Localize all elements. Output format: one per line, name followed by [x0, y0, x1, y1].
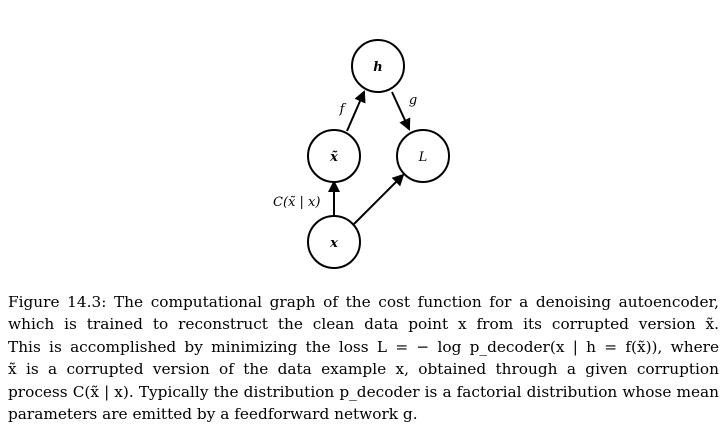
- edge-x-to-L: [353, 173, 405, 225]
- node-h: h: [351, 39, 405, 93]
- node-x-tilde: x̃: [307, 129, 361, 183]
- edge-label-corruption: C(x̃ | x): [273, 195, 320, 210]
- node-L: L: [396, 129, 450, 183]
- caption-line-2: which is trained to reconstruct the clea…: [8, 315, 719, 334]
- caption-line-4: x̃ is a corrupted version of the data ex…: [8, 360, 719, 379]
- caption-line-3: This is accomplished by minimizing the l…: [8, 337, 719, 356]
- node-L-label: L: [418, 150, 428, 165]
- caption-line-5: process C(x̃ | x). Typically the distrib…: [8, 382, 719, 401]
- edge-xtilde-to-h: [346, 90, 366, 132]
- computational-graph: h x̃ L x f g C(x̃ | x): [273, 39, 450, 269]
- node-x-tilde-label: x̃: [329, 150, 338, 165]
- caption-line-6: parameters are emitted by a feedforward …: [8, 405, 418, 424]
- figure-caption: Figure 14.3: The computational graph of …: [8, 291, 719, 425]
- edge-h-to-L: [391, 91, 411, 131]
- node-x-label: x: [329, 236, 338, 251]
- node-x: x: [307, 215, 361, 269]
- caption-line-1: Figure 14.3: The computational graph of …: [8, 293, 719, 311]
- edge-label-g: g: [409, 93, 417, 108]
- caption-figure-label: Figure 14.3:: [8, 293, 107, 311]
- edge-label-f: f: [339, 102, 347, 117]
- node-h-label: h: [373, 60, 382, 75]
